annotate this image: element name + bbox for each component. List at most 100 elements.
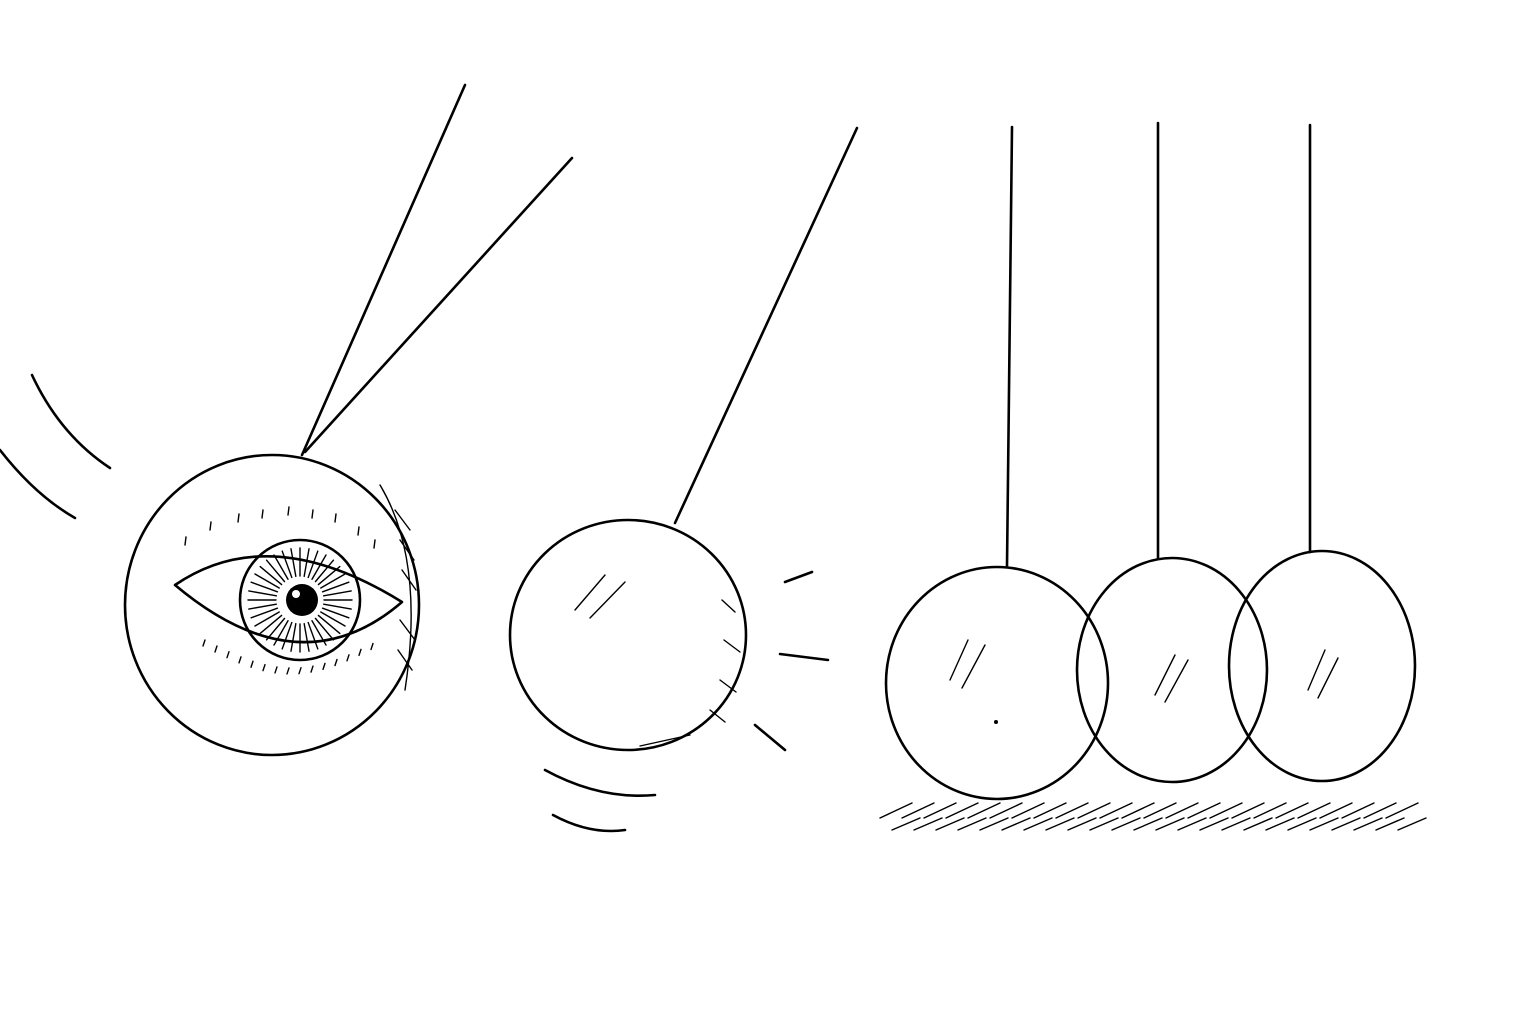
hatch-line bbox=[1055, 802, 1089, 819]
string bbox=[303, 156, 574, 454]
hatch-line bbox=[967, 802, 1001, 819]
hatch-line bbox=[1221, 817, 1251, 831]
iris-line bbox=[317, 614, 341, 635]
ground-shadow-hatching bbox=[879, 802, 1427, 831]
lower-lash bbox=[298, 666, 302, 675]
hatch-line bbox=[1375, 817, 1405, 831]
iris-line bbox=[321, 607, 350, 619]
motion-arc bbox=[0, 448, 77, 520]
hatch-line bbox=[1165, 802, 1199, 819]
hatch-line bbox=[1011, 802, 1045, 819]
hatch-line bbox=[1187, 802, 1221, 819]
string bbox=[1005, 125, 1014, 568]
hatch-line bbox=[1001, 817, 1031, 831]
hatch-line bbox=[979, 817, 1009, 831]
hatch-line bbox=[1177, 817, 1207, 831]
eyelashes bbox=[184, 506, 376, 675]
lower-lash bbox=[346, 654, 350, 662]
hatch-line bbox=[1363, 802, 1397, 819]
lower-lash bbox=[310, 665, 314, 673]
iris-line bbox=[311, 554, 327, 580]
hatch-line bbox=[1067, 817, 1097, 831]
hatch-line bbox=[1143, 802, 1177, 819]
iris-line bbox=[259, 614, 283, 635]
iris bbox=[238, 538, 362, 662]
string bbox=[300, 83, 467, 457]
lower-lash bbox=[250, 660, 254, 668]
iris-line bbox=[307, 550, 319, 579]
iris-line bbox=[259, 565, 283, 586]
hatch-line bbox=[1155, 817, 1185, 831]
ball bbox=[508, 518, 748, 752]
iris-line bbox=[265, 559, 286, 583]
swinging-ball bbox=[508, 126, 859, 833]
iris-line bbox=[314, 559, 335, 583]
lower-lash bbox=[274, 666, 278, 674]
iris-line bbox=[321, 581, 350, 593]
iris-line bbox=[317, 565, 341, 586]
lower-lash bbox=[238, 656, 242, 664]
eyelash bbox=[237, 513, 240, 523]
iris-line bbox=[250, 607, 279, 619]
motion-arc bbox=[551, 813, 627, 833]
iris-line bbox=[281, 621, 293, 650]
hatch-line bbox=[1253, 802, 1287, 819]
hatch-line bbox=[1297, 802, 1331, 819]
highlight bbox=[949, 639, 986, 689]
motion-line bbox=[753, 723, 787, 752]
hatch-line bbox=[1397, 817, 1427, 831]
motion-arc bbox=[543, 768, 657, 797]
hatch-line bbox=[935, 817, 965, 831]
hatch-line bbox=[1121, 802, 1155, 819]
hatch-line bbox=[1385, 802, 1419, 819]
hatch-line bbox=[1111, 817, 1141, 831]
iris-line bbox=[322, 603, 352, 610]
shading bbox=[639, 599, 741, 747]
iris-line bbox=[290, 622, 297, 652]
iris-line bbox=[311, 620, 327, 646]
iris-line bbox=[281, 550, 293, 579]
eyelash bbox=[373, 539, 376, 549]
iris-line bbox=[322, 590, 352, 597]
resting-ball-3 bbox=[1227, 123, 1417, 783]
lower-lash bbox=[286, 667, 290, 675]
hatch-line bbox=[913, 817, 943, 831]
hatch-line bbox=[1045, 817, 1075, 831]
pupil-highlight bbox=[292, 590, 300, 598]
iris-line bbox=[273, 554, 289, 580]
highlight bbox=[574, 574, 626, 619]
hatch-line bbox=[1099, 802, 1133, 819]
hatch-line bbox=[1265, 817, 1295, 831]
eyelash bbox=[287, 506, 290, 516]
hatch-line bbox=[1353, 817, 1383, 831]
lower-lash bbox=[214, 645, 218, 653]
hatch-line bbox=[945, 802, 979, 819]
iris-line bbox=[265, 617, 286, 641]
resting-ball-1 bbox=[884, 125, 1110, 801]
eye-outline bbox=[173, 555, 404, 644]
pupil bbox=[286, 584, 318, 616]
hatch-line bbox=[1231, 802, 1265, 819]
resting-ball-2 bbox=[1075, 121, 1269, 784]
shading bbox=[379, 484, 417, 691]
ball bbox=[1227, 549, 1417, 783]
hatch-line bbox=[879, 802, 913, 819]
eyelash bbox=[184, 536, 187, 546]
eyeball-sphere bbox=[123, 453, 421, 757]
lower-lash bbox=[370, 642, 374, 651]
hatch-line bbox=[1319, 802, 1353, 819]
hatch-line bbox=[1287, 817, 1317, 831]
eyelash bbox=[311, 509, 314, 519]
hatch-line bbox=[901, 802, 935, 819]
iris-line bbox=[290, 548, 297, 578]
motion-arc bbox=[30, 373, 112, 470]
hatch-line bbox=[1341, 802, 1375, 819]
iris-line bbox=[303, 548, 310, 578]
iris-lines bbox=[247, 547, 353, 653]
lower-lash bbox=[358, 648, 362, 657]
iris-line bbox=[273, 620, 289, 646]
iris-line bbox=[320, 611, 346, 627]
lower-lash bbox=[226, 650, 230, 659]
eyelash bbox=[261, 509, 264, 519]
